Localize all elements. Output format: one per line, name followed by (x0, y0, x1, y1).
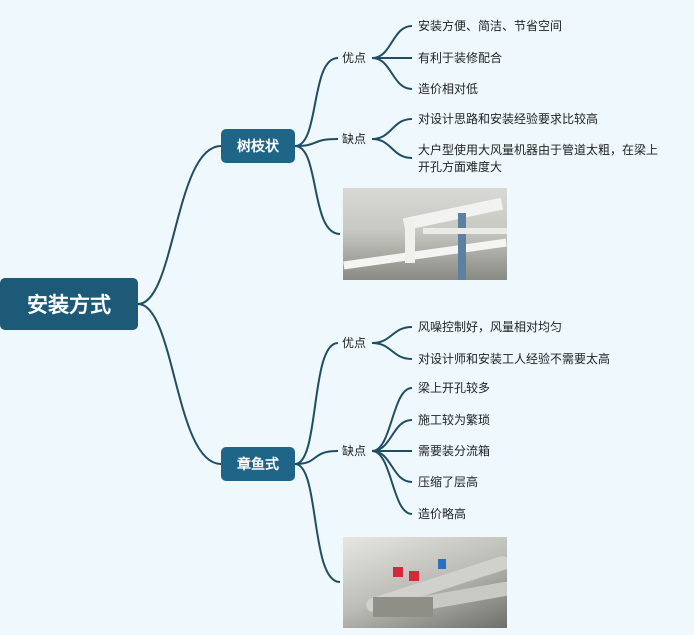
leaf-item: 施工较为繁琐 (418, 413, 491, 427)
leaf-item: 对设计思路和安装经验要求比较高 (418, 112, 599, 126)
root-label: 安装方式 (27, 293, 111, 317)
leaf-item: 造价相对低 (418, 82, 479, 96)
leaf-item: 梁上开孔较多 (418, 381, 491, 395)
branch-label: 章鱼式 (237, 457, 279, 473)
leaf-item: 需要装分流箱 (418, 444, 491, 458)
leaf-item: 对设计师和安装工人经验不需要太高 (418, 352, 611, 366)
cons-label: 缺点 (342, 444, 367, 458)
leaf-item: 风噪控制好，风量相对均匀 (418, 320, 563, 334)
pros-label: 优点 (342, 51, 367, 65)
octopus-install-photo (343, 537, 507, 628)
cons-label: 缺点 (342, 132, 367, 146)
branch-label: 树枝状 (237, 139, 279, 155)
pros-label: 优点 (342, 336, 367, 350)
branch-node-octopus[interactable]: 章鱼式 (221, 447, 295, 481)
leaf-item: 大户型使用大风量机器由于管道太粗，在梁上开孔方面难度大 (418, 143, 659, 174)
leaf-item: 安装方便、简洁、节省空间 (418, 19, 563, 33)
root-node[interactable]: 安装方式 (0, 278, 138, 330)
tree-install-photo (343, 188, 507, 280)
leaf-item: 造价略高 (418, 507, 467, 521)
branch-node-tree[interactable]: 树枝状 (221, 129, 295, 163)
leaf-item: 压缩了层高 (418, 475, 479, 489)
leaf-item: 有利于装修配合 (418, 51, 503, 65)
